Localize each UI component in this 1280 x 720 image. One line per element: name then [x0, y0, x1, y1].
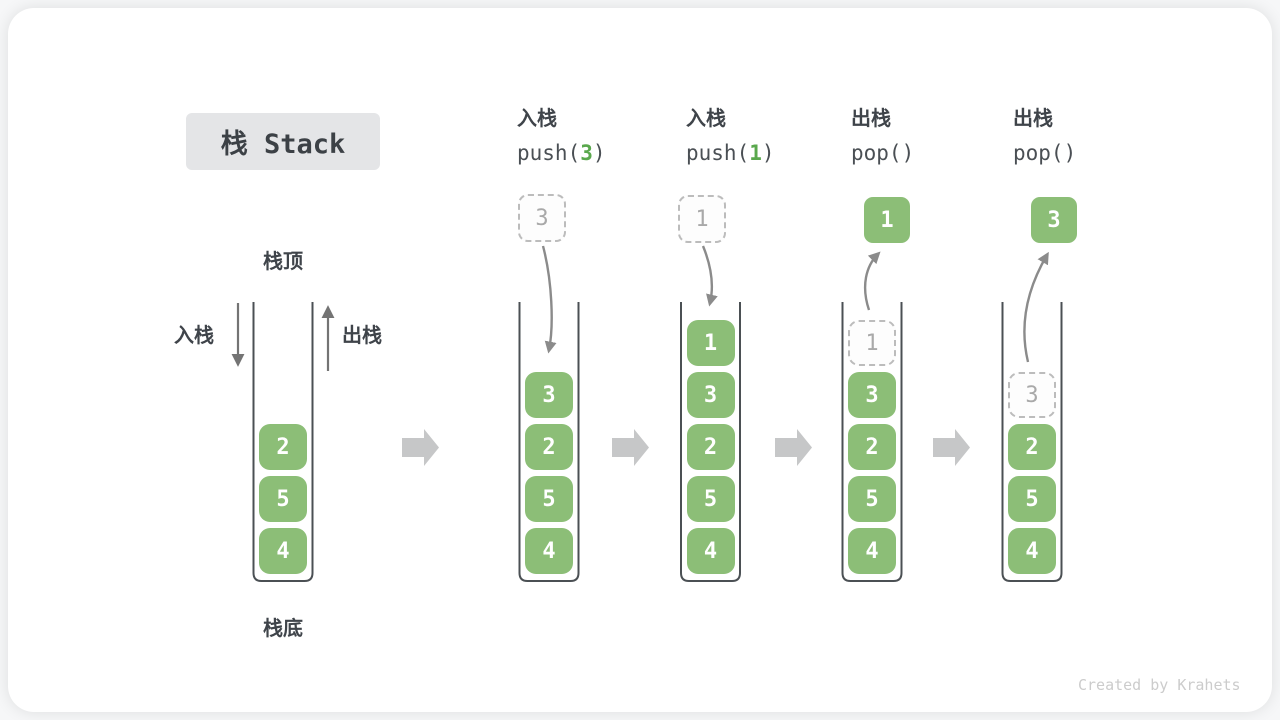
popped-element-box: 1 — [864, 197, 910, 243]
stack-item: 4 — [1008, 528, 1056, 574]
page-title: 栈 Stack — [186, 113, 380, 170]
next-stage-arrow-icon — [402, 429, 439, 466]
next-stage-arrow-icon — [612, 429, 649, 466]
operation-code: push(3) — [517, 141, 606, 165]
stack-item: 5 — [686, 476, 735, 522]
stack-item: 5 — [525, 476, 573, 522]
stack-item: 2 — [259, 424, 307, 470]
stack-item: 3 — [525, 372, 573, 418]
stack-item: 5 — [848, 476, 896, 522]
operation-label-push-3: 入栈 push(3) — [517, 106, 606, 166]
push-3-arrow-icon — [541, 245, 557, 354]
stack-bottom-label: 栈底 — [263, 616, 303, 640]
stack-item: 4 — [686, 528, 735, 574]
watermark: Created by Krahets — [1078, 676, 1241, 694]
operation-name: 入栈 — [686, 106, 726, 130]
pop-side-label: 出栈 — [342, 323, 382, 347]
incoming-element-box: 3 — [518, 194, 566, 242]
stack-item: 4 — [259, 528, 307, 574]
pop-3-arrow-icon — [1023, 251, 1049, 363]
next-stage-arrow-icon — [775, 429, 812, 466]
stack-item: 5 — [259, 476, 307, 522]
stack-item: 2 — [525, 424, 573, 470]
stack-item: 3 — [848, 372, 896, 418]
next-stage-arrow-icon — [933, 429, 970, 466]
operation-code: push(1) — [686, 141, 775, 165]
incoming-element-box: 1 — [678, 195, 726, 243]
operation-name: 出栈 — [851, 106, 891, 130]
popped-slot-ghost: 3 — [1008, 372, 1056, 418]
stack-container-3 — [680, 302, 741, 582]
operation-label-pop-second: 出栈 pop() — [1013, 106, 1076, 166]
push-side-label: 入栈 — [174, 323, 214, 347]
operation-name: 入栈 — [517, 106, 557, 130]
stack-container-5 — [1001, 302, 1063, 582]
stack-item: 2 — [1008, 424, 1056, 470]
stack-top-label: 栈顶 — [263, 249, 303, 273]
stack-container-4 — [841, 302, 903, 582]
stack-item: 5 — [1008, 476, 1056, 522]
operation-label-push-1: 入栈 push(1) — [686, 106, 775, 166]
popped-slot-ghost: 1 — [848, 320, 896, 366]
operation-label-pop-first: 出栈 pop() — [851, 106, 914, 166]
popped-element-box: 3 — [1031, 197, 1077, 243]
push-1-arrow-icon — [701, 245, 718, 307]
operation-code: pop() — [851, 141, 915, 165]
stack-container-1 — [252, 302, 314, 582]
operation-arg: 3 — [580, 141, 593, 165]
stack-item: 3 — [686, 372, 735, 418]
pop-1-arrow-icon — [863, 251, 881, 311]
stack-item: 4 — [525, 528, 573, 574]
operation-name: 出栈 — [1013, 106, 1053, 130]
stack-container-2 — [518, 302, 580, 582]
stack-item: 2 — [848, 424, 896, 470]
stack-item: 2 — [686, 424, 735, 470]
operation-code: pop() — [1013, 141, 1077, 165]
stack-item: 4 — [848, 528, 896, 574]
operation-arg: 1 — [749, 141, 762, 165]
stack-item: 1 — [686, 320, 735, 366]
